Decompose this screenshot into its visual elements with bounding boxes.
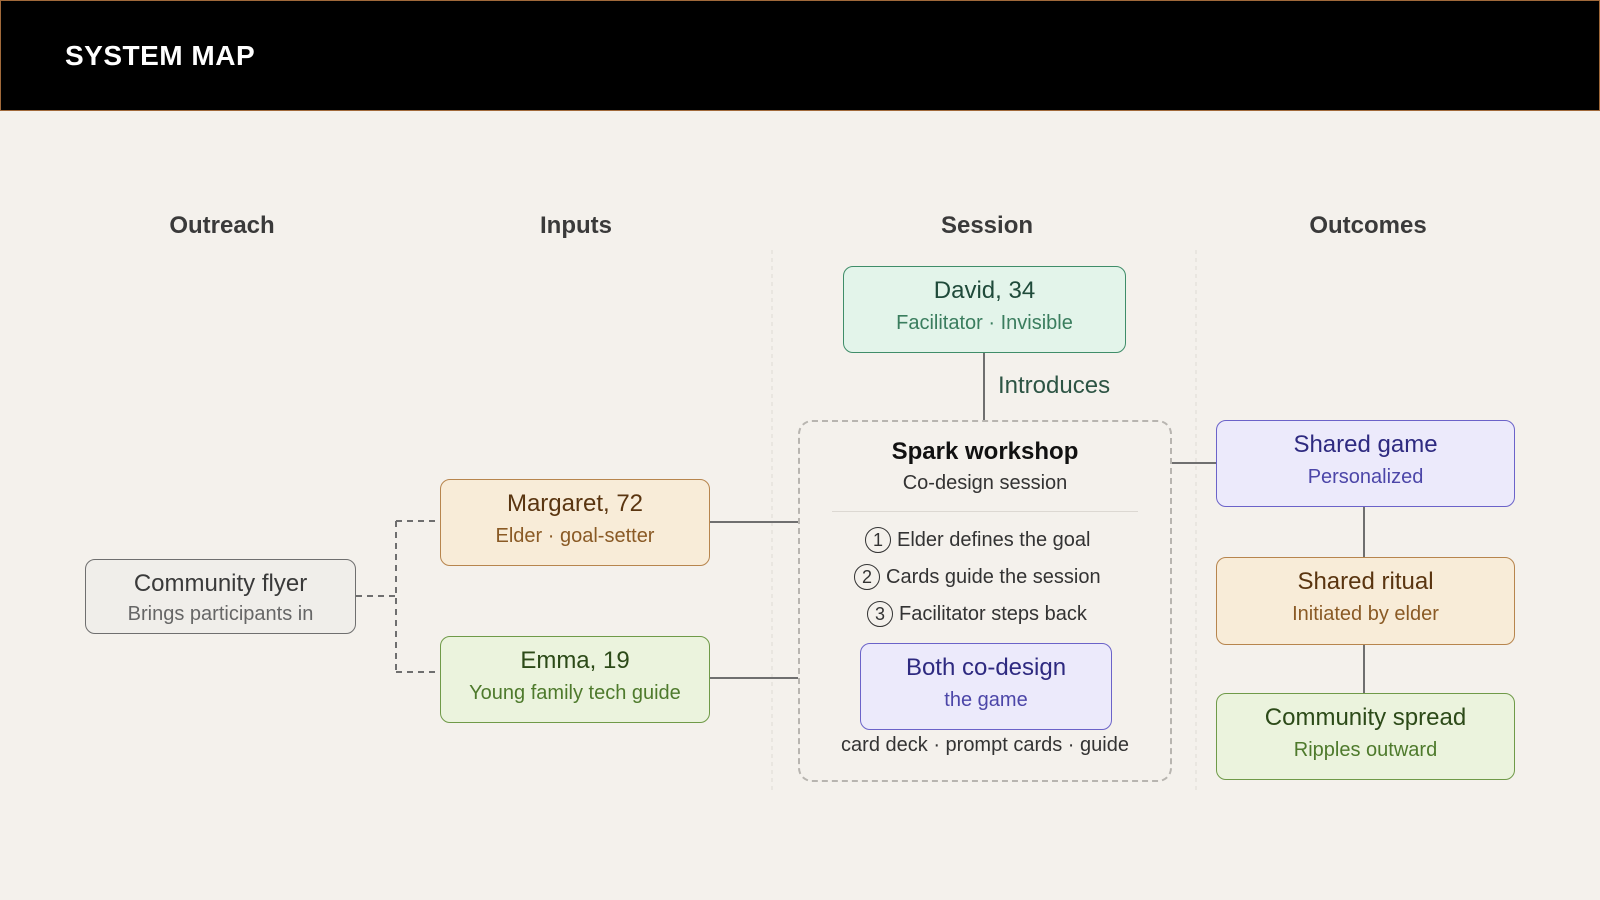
session-step: 2 Cards guide the session (854, 564, 1101, 590)
david-node[interactable]: David, 34 Facilitator · Invisible (843, 266, 1126, 353)
step-number-icon: 1 (865, 527, 891, 553)
node-title: Community spread (1264, 704, 1467, 731)
column-heading-outcomes: Outcomes (1309, 212, 1427, 239)
session-step: 1 Elder defines the goal (865, 527, 1090, 553)
node-subtitle: Elder · goal-setter (495, 525, 655, 547)
node-subtitle: Ripples outward (1293, 739, 1438, 761)
node-subtitle: Initiated by elder (1292, 603, 1439, 625)
co-design-node[interactable]: Both co-design the game (860, 643, 1112, 730)
introduces-label: Introduces (998, 372, 1111, 399)
node-subtitle: Young family tech guide (469, 682, 681, 704)
margaret-node[interactable]: Margaret, 72 Elder · goal-setter (440, 479, 710, 566)
node-title: David, 34 (933, 277, 1036, 304)
page-title: SYSTEM MAP (65, 40, 256, 71)
node-title: Margaret, 72 (506, 490, 644, 517)
step-text: Elder defines the goal (897, 528, 1091, 551)
session-artifacts: card deck · prompt cards · guide (841, 734, 1129, 756)
node-title: Shared game (1293, 431, 1438, 458)
node-subtitle: Brings participants in (127, 603, 314, 625)
node-title: Community flyer (133, 570, 308, 597)
shared-ritual-node[interactable]: Shared ritual Initiated by elder (1216, 557, 1515, 645)
outreach-connector (356, 520, 440, 673)
header-bar: SYSTEM MAP (0, 0, 1600, 111)
column-heading-outreach: Outreach (169, 212, 275, 239)
session-subtitle: Co-design session (902, 472, 1068, 494)
session-title: Spark workshop (891, 438, 1079, 465)
session-step: 3 Facilitator steps back (867, 601, 1087, 627)
step-text: Facilitator steps back (899, 602, 1087, 625)
community-spread-node[interactable]: Community spread Ripples outward (1216, 693, 1515, 780)
session-divider (832, 511, 1138, 512)
node-subtitle: the game (944, 689, 1028, 711)
node-subtitle: Facilitator · Invisible (896, 312, 1073, 334)
node-title: Shared ritual (1297, 568, 1434, 595)
shared-game-node[interactable]: Shared game Personalized (1216, 420, 1515, 507)
node-title: Emma, 19 (520, 647, 630, 674)
column-heading-session: Session (940, 212, 1034, 239)
step-number-icon: 3 (867, 601, 893, 627)
community-flyer-node[interactable]: Community flyer Brings participants in (85, 559, 356, 634)
node-subtitle: Personalized (1307, 466, 1424, 488)
step-number-icon: 2 (854, 564, 880, 590)
node-title: Both co-design (905, 654, 1067, 681)
emma-node[interactable]: Emma, 19 Young family tech guide (440, 636, 710, 723)
column-heading-inputs: Inputs (540, 212, 612, 239)
spark-workshop-frame[interactable] (798, 420, 1172, 782)
step-text: Cards guide the session (886, 565, 1101, 588)
